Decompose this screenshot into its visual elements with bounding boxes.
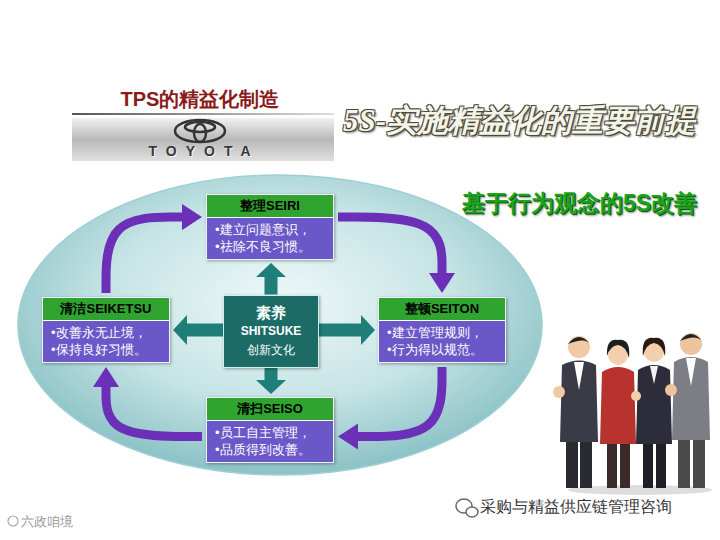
step-body: •建立管理规则， •行为得以规范。 xyxy=(379,321,505,362)
hair xyxy=(680,334,702,341)
cycle-arrow xyxy=(338,217,442,273)
thumb-hand xyxy=(631,391,641,401)
step-body: •建立问题意识， •祛除不良习惯。 xyxy=(207,218,333,259)
slogan-heading: 5S-实施精益化的重要前提 xyxy=(343,100,696,142)
suit xyxy=(560,361,598,443)
people-illustration xyxy=(553,333,712,495)
sub-heading: 基于行为观念的5S改善 xyxy=(462,188,697,219)
copyright-ring xyxy=(8,516,18,526)
suit xyxy=(636,365,672,444)
suit xyxy=(672,357,710,440)
head xyxy=(680,333,702,355)
radial-arrow xyxy=(265,368,278,381)
cycle-arrow xyxy=(358,367,442,437)
text-line: •建立管理规则， xyxy=(387,324,497,341)
text-line: •建立问题意识， xyxy=(215,221,325,238)
core-text: SHITSUKE xyxy=(236,322,306,341)
step-body: •员工自主管理， •品质得到改善。 xyxy=(207,421,333,462)
text-line: •改善永无止境， xyxy=(51,324,161,341)
corner-watermark: 六政咱境 xyxy=(21,513,73,531)
text-line: •行为得以规范。 xyxy=(387,341,497,358)
leg xyxy=(678,436,690,488)
text-line: •祛除不良习惯。 xyxy=(215,238,325,255)
core-text: 素养 xyxy=(236,303,306,322)
leg xyxy=(607,440,617,488)
emblem-ring xyxy=(175,120,225,142)
step-box: 整顿SEITON•建立管理规则， •行为得以规范。 xyxy=(378,297,506,363)
radial-arrow xyxy=(187,324,223,337)
step-heading: 清扫SEISO xyxy=(207,398,333,421)
radial-arrow xyxy=(319,324,361,337)
step-box: 清扫SEISO•员工自主管理， •品质得到改善。 xyxy=(206,397,334,463)
head xyxy=(568,336,590,358)
leg xyxy=(643,440,653,488)
logo-wordmark: TOYOTA xyxy=(148,144,259,158)
source-watermark: 采购与精益供应链管理咨询 xyxy=(480,497,672,518)
suit xyxy=(600,367,636,444)
wechat-icon xyxy=(456,499,478,517)
hair xyxy=(568,337,590,344)
shirt xyxy=(574,362,584,390)
thumb-hand xyxy=(553,386,565,398)
text-line: •保持良好习惯。 xyxy=(51,341,161,358)
shirt xyxy=(650,366,658,384)
emblem-ring xyxy=(194,124,206,142)
step-box: 整理SEIRI•建立问题意识， •祛除不良习惯。 xyxy=(206,194,334,260)
leg xyxy=(620,440,630,488)
title-rule xyxy=(72,113,334,115)
leg xyxy=(693,436,705,488)
cycle-arrow xyxy=(106,217,182,293)
leg xyxy=(580,438,592,488)
cycle-ellipse xyxy=(18,175,542,475)
step-heading: 整顿SEITON xyxy=(379,298,505,321)
step-heading: 清洁SEIKETSU xyxy=(43,298,169,321)
hair xyxy=(607,340,629,358)
thumb-hand xyxy=(665,384,677,396)
logo-band xyxy=(72,118,334,161)
cycle-arrow xyxy=(106,387,202,437)
step-heading: 整理SEIRI xyxy=(207,195,333,218)
core-box: 素养SHITSUKE创新文化 xyxy=(223,295,319,368)
leg xyxy=(566,438,578,488)
step-box: 清洁SEIKETSU•改善永无止境， •保持良好习惯。 xyxy=(42,297,170,363)
diagram-title: TPS的精益化制造 xyxy=(121,86,280,113)
text-line: •品质得到改善。 xyxy=(215,441,325,458)
bubble xyxy=(466,507,478,517)
text-line: •员工自主管理， xyxy=(215,424,325,441)
leg xyxy=(656,440,666,488)
shirt xyxy=(686,358,696,386)
radial-arrow xyxy=(265,277,278,295)
hair xyxy=(643,338,666,356)
toyota-emblem xyxy=(175,120,225,142)
step-body: •改善永无止境， •保持良好习惯。 xyxy=(43,321,169,362)
core-text: 创新文化 xyxy=(236,341,306,360)
